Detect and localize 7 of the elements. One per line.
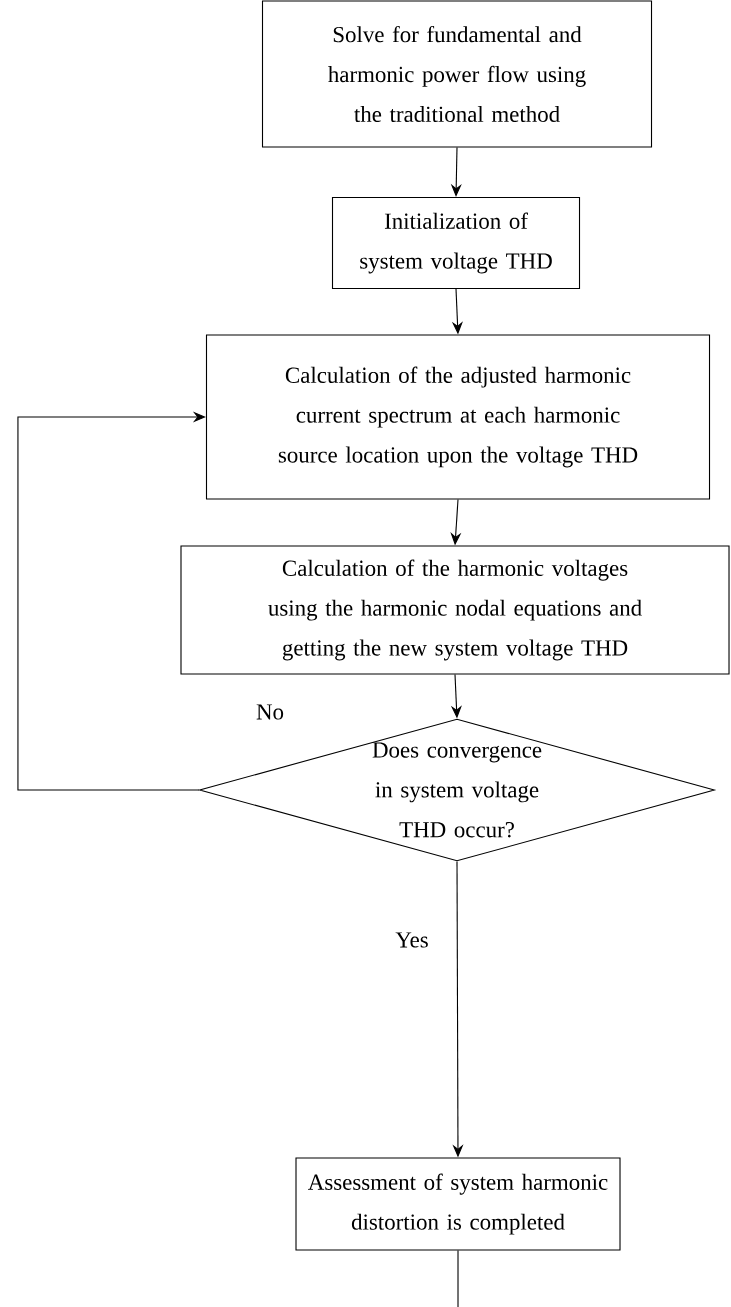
process-box: Assessment of system harmonic distortion is completed: [295, 1157, 621, 1251]
process-box: Calculation of the harmonic voltages using the harmonic nodal equations and getting the new system voltage THD: [180, 545, 730, 675]
process-box: Initialization of system voltage THD: [331, 196, 581, 290]
process-box: Calculation of the adjusted harmonic current spectrum at each harmonic source location upon the voltage THD: [205, 334, 711, 500]
edge-label: Yes: [393, 930, 431, 950]
process-box: Solve for fundamental and harmonic power flow using the traditional method: [261, 0, 653, 148]
arrow: [17, 411, 206, 791]
